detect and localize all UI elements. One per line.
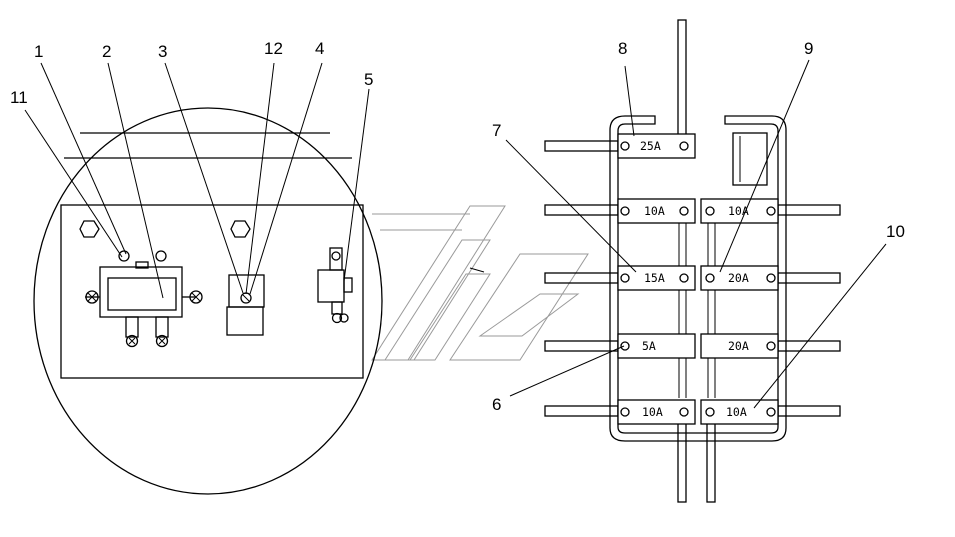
fuse-10a-right-row2: 10A (700, 198, 779, 224)
arrow-graphic (371, 205, 589, 361)
fuse-label: 10A (642, 405, 663, 419)
fuse-10a-left-row2: 10A (617, 198, 696, 224)
fuse-label: 5A (642, 339, 656, 353)
callout-labels: 1 2 3 12 4 5 11 8 9 7 10 6 (10, 39, 905, 414)
hex-nut-right (230, 220, 251, 238)
fuse-5a: 5A (617, 333, 696, 359)
callout-12: 12 (264, 39, 283, 58)
fuse-10a-left-row5: 10A (617, 399, 696, 425)
callout-4: 4 (315, 39, 324, 58)
callout-6: 6 (492, 395, 501, 414)
fuse-label: 10A (726, 405, 747, 419)
callout-8: 8 (618, 39, 627, 58)
fuse-15a: 15A (617, 265, 696, 291)
hex-nut-left (79, 220, 100, 238)
callout-3: 3 (158, 42, 167, 61)
callout-9: 9 (804, 39, 813, 58)
fuse-label: 15A (644, 271, 665, 285)
fuse-box (544, 19, 841, 503)
fuse-20a-row3: 20A (700, 265, 779, 291)
fuse-label: 25A (640, 139, 661, 153)
callout-11: 11 (10, 88, 28, 107)
callout-10: 10 (886, 222, 905, 241)
right-leader-lines (505, 59, 887, 409)
callout-2: 2 (102, 42, 111, 61)
fuse-label: 20A (728, 271, 749, 285)
callout-1: 1 (34, 42, 43, 61)
connector-component (317, 247, 353, 324)
regulator-component (85, 250, 203, 348)
callout-7: 7 (492, 121, 501, 140)
fuse-label: 20A (728, 339, 749, 353)
fuse-20a-row4: 20A (700, 333, 779, 359)
fuse-10a-right-row5: 10A (700, 399, 779, 425)
left-leader-lines (24, 62, 370, 299)
fuse-25a: 25A (617, 133, 696, 159)
fuse-label: 10A (644, 204, 665, 218)
callout-5: 5 (364, 70, 373, 89)
detail-circle (33, 107, 383, 495)
small-relay-component (226, 274, 265, 336)
